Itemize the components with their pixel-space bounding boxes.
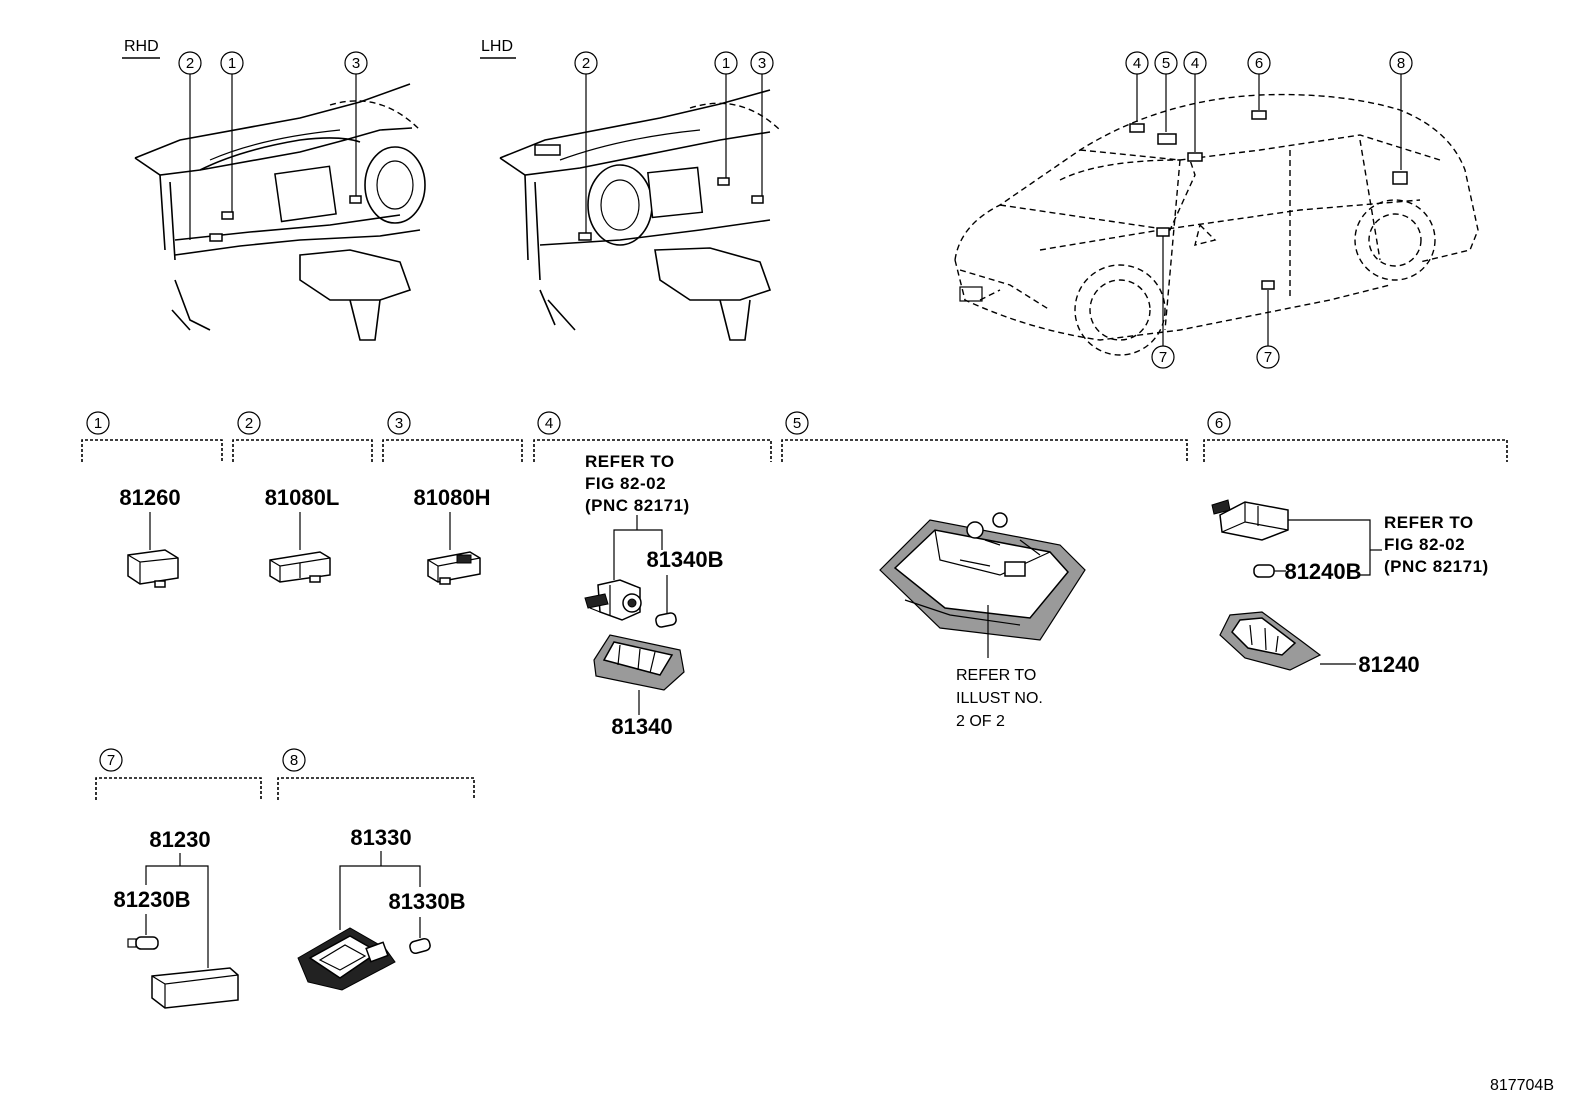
refer-note-line1: REFER TO — [1384, 513, 1474, 532]
svg-text:8: 8 — [290, 752, 298, 769]
svg-text:3: 3 — [758, 55, 766, 72]
svg-text:1: 1 — [94, 415, 102, 432]
svg-text:5: 5 — [793, 415, 801, 432]
refer-illust-line1: REFER TO — [956, 667, 1036, 684]
circled-number-icon — [237, 411, 261, 435]
group-7: 7 81230 81230B — [95, 748, 262, 1009]
svg-text:6: 6 — [1215, 415, 1223, 432]
callout-rhd-2: 2 — [178, 51, 202, 240]
lamp-part-drawing — [151, 967, 239, 1009]
refer-note-line1: REFER TO — [585, 452, 675, 471]
part-number-81260[interactable]: 81260 — [119, 485, 180, 510]
circled-number-icon — [1207, 411, 1231, 435]
part-number-81080H[interactable]: 81080H — [413, 485, 490, 510]
part-number-81340B[interactable]: 81340B — [646, 547, 723, 572]
group-6: 6 REFER TO FIG 82-02 (PNC 82171) 81240B … — [1203, 411, 1508, 677]
callout-rhd-1: 1 — [220, 51, 244, 218]
circled-number-icon — [99, 748, 123, 772]
svg-text:2: 2 — [245, 415, 253, 432]
car-lamp-4a — [1129, 123, 1145, 133]
circled-number-icon — [785, 411, 809, 435]
car-exterior-drawing: 4 5 4 6 8 7 7 — [954, 51, 1479, 369]
lamp-part-drawing — [297, 927, 396, 991]
svg-text:2: 2 — [186, 55, 194, 72]
part-number-81240[interactable]: 81240 — [1358, 652, 1419, 677]
part-number-81240B[interactable]: 81240B — [1284, 559, 1361, 584]
group-5: 5 REFER TO ILLUST NO. 2 OF 2 — [781, 411, 1188, 730]
car-lamp-7b — [1261, 280, 1275, 290]
refer-illust-line2[interactable]: ILLUST NO. — [956, 690, 1043, 707]
callout-lhd-2: 2 — [574, 51, 598, 236]
callout-lhd-1: 1 — [714, 51, 738, 180]
part-number-81330[interactable]: 81330 — [350, 825, 411, 850]
bulb-icon — [655, 612, 677, 628]
car-lamp-6 — [1251, 110, 1267, 120]
dashboard-rhd-drawing: RHD 2 1 3 — [122, 38, 426, 341]
svg-text:1: 1 — [722, 55, 730, 72]
svg-text:6: 6 — [1255, 55, 1263, 72]
refer-note-line2: FIG 82-02 — [585, 474, 666, 493]
lamp-part-drawing — [127, 549, 179, 588]
bulb-icon — [127, 936, 159, 950]
lamp-part-drawing — [1211, 499, 1289, 541]
circled-number-icon — [387, 411, 411, 435]
bulb-icon — [1253, 564, 1275, 578]
callout-rhd-3: 3 — [344, 51, 368, 200]
svg-text:4: 4 — [1133, 55, 1141, 72]
callout-car-4b: 4 — [1183, 51, 1207, 152]
bulb-icon — [409, 937, 431, 955]
refer-note-line2: FIG 82-02 — [1384, 535, 1465, 554]
callout-car-4a: 4 — [1125, 51, 1149, 122]
car-lamp-7a — [1156, 227, 1170, 237]
lamp-part-drawing — [584, 579, 642, 621]
rhd-label: RHD — [124, 38, 159, 55]
part-number-81080L[interactable]: 81080L — [265, 485, 340, 510]
svg-text:3: 3 — [352, 55, 360, 72]
dashboard-lhd-drawing: LHD 2 1 3 — [480, 38, 781, 341]
svg-text:3: 3 — [395, 415, 403, 432]
part-number-81330B[interactable]: 81330B — [388, 889, 465, 914]
svg-text:4: 4 — [545, 415, 553, 432]
callout-car-6: 6 — [1247, 51, 1271, 110]
lamp-part-drawing — [269, 551, 331, 583]
circled-number-icon — [537, 411, 561, 435]
svg-text:2: 2 — [582, 55, 590, 72]
circled-number-icon — [282, 748, 306, 772]
car-lamp-8 — [1392, 171, 1408, 185]
refer-note-line3[interactable]: (PNC 82171) — [1384, 557, 1489, 576]
lamp-part-drawing — [427, 551, 481, 585]
svg-text:1: 1 — [228, 55, 236, 72]
group-4: 4 REFER TO FIG 82-02 (PNC 82171) 81340B … — [533, 411, 772, 739]
group-1: 1 81260 — [81, 411, 223, 588]
diagram-code: 817704B — [1490, 1077, 1554, 1094]
callout-car-5: 5 — [1154, 51, 1178, 132]
svg-text:8: 8 — [1397, 55, 1405, 72]
group-3: 3 81080H — [382, 411, 523, 585]
svg-text:7: 7 — [1159, 349, 1167, 366]
lhd-label: LHD — [481, 38, 513, 55]
lamp-part-drawing — [593, 634, 685, 691]
group-8: 8 81330 81330B — [277, 748, 475, 991]
svg-text:5: 5 — [1162, 55, 1170, 72]
part-number-81340[interactable]: 81340 — [611, 714, 672, 739]
callout-car-8: 8 — [1389, 51, 1413, 170]
circled-number-icon — [86, 411, 110, 435]
lamp-part-drawing — [879, 512, 1086, 641]
lamp-part-drawing — [1219, 611, 1322, 671]
callout-lhd-3: 3 — [750, 51, 774, 200]
callout-car-7a: 7 — [1151, 236, 1175, 369]
car-lamp-5 — [1157, 133, 1177, 145]
part-number-81230B[interactable]: 81230B — [113, 887, 190, 912]
svg-text:4: 4 — [1191, 55, 1199, 72]
group-2: 2 81080L — [232, 411, 373, 583]
callout-car-7b: 7 — [1256, 290, 1280, 369]
refer-note-line3[interactable]: (PNC 82171) — [585, 496, 690, 515]
part-number-81230[interactable]: 81230 — [149, 827, 210, 852]
car-lamp-4b — [1187, 152, 1203, 162]
refer-illust-line3: 2 OF 2 — [956, 713, 1005, 730]
svg-text:7: 7 — [107, 752, 115, 769]
svg-text:7: 7 — [1264, 349, 1272, 366]
